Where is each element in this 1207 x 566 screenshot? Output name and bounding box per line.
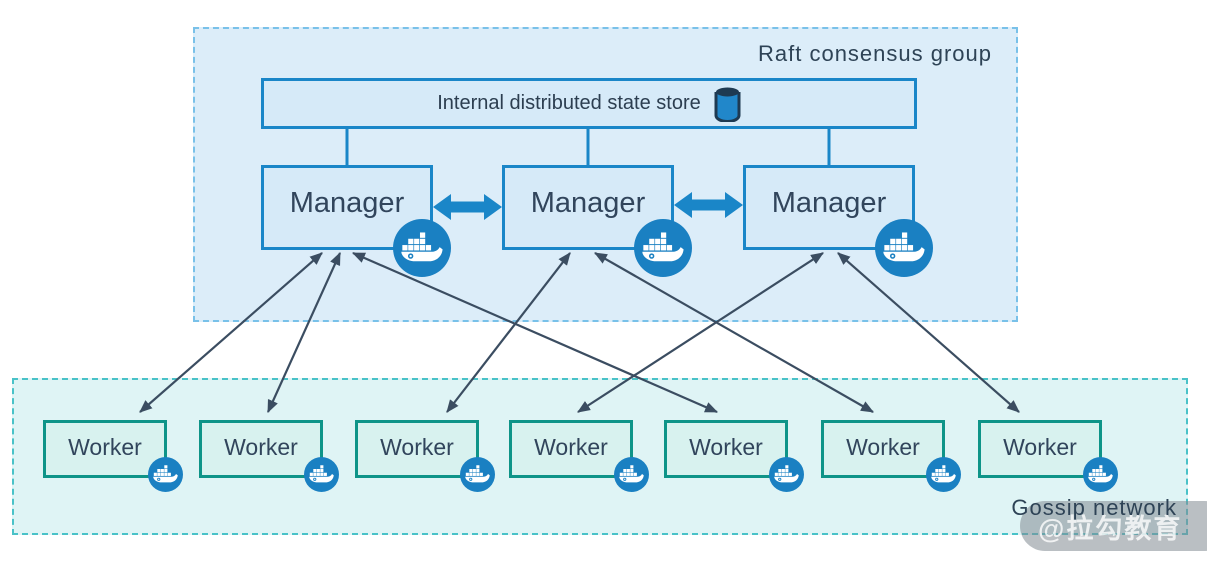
docker-whale-icon bbox=[393, 219, 451, 277]
database-cylinder-icon bbox=[714, 87, 741, 122]
worker-label: Worker bbox=[1003, 433, 1077, 460]
docker-whale-icon bbox=[926, 457, 961, 492]
manager-box-2: Manager bbox=[502, 165, 692, 277]
manager-label: Manager bbox=[289, 187, 405, 219]
worker-box-4: Worker bbox=[509, 420, 649, 492]
docker-whale-icon bbox=[614, 457, 649, 492]
docker-whale-icon bbox=[460, 457, 495, 492]
worker-box-3: Worker bbox=[355, 420, 495, 492]
worker-box-2: Worker bbox=[199, 420, 339, 492]
watermark: @拉勾教育 bbox=[1020, 501, 1207, 551]
worker-label: Worker bbox=[689, 433, 763, 460]
manager-box-1: Manager bbox=[261, 165, 451, 277]
state-store-box: Internal distributed state store bbox=[261, 78, 917, 129]
docker-whale-icon bbox=[769, 457, 804, 492]
docker-whale-icon bbox=[148, 457, 183, 492]
worker-label: Worker bbox=[846, 433, 920, 460]
manager-box-3: Manager bbox=[743, 165, 933, 277]
worker-box-6: Worker bbox=[821, 420, 961, 492]
worker-box-1: Worker bbox=[43, 420, 183, 492]
docker-whale-icon bbox=[1083, 457, 1118, 492]
raft-group-label: Raft consensus group bbox=[758, 41, 993, 66]
manager-label: Manager bbox=[771, 187, 887, 219]
state-store-label: Internal distributed state store bbox=[437, 92, 701, 114]
worker-box-7: Worker bbox=[978, 420, 1118, 492]
docker-whale-icon bbox=[304, 457, 339, 492]
worker-label: Worker bbox=[534, 433, 608, 460]
worker-label: Worker bbox=[68, 433, 142, 460]
worker-label: Worker bbox=[380, 433, 454, 460]
docker-whale-icon bbox=[875, 219, 933, 277]
watermark-label: @拉勾教育 bbox=[1038, 513, 1183, 544]
docker-whale-icon bbox=[634, 219, 692, 277]
gossip-group-label: Gossip network bbox=[1011, 495, 1177, 520]
worker-label: Worker bbox=[224, 433, 298, 460]
manager-label: Manager bbox=[530, 187, 646, 219]
worker-box-5: Worker bbox=[664, 420, 804, 492]
